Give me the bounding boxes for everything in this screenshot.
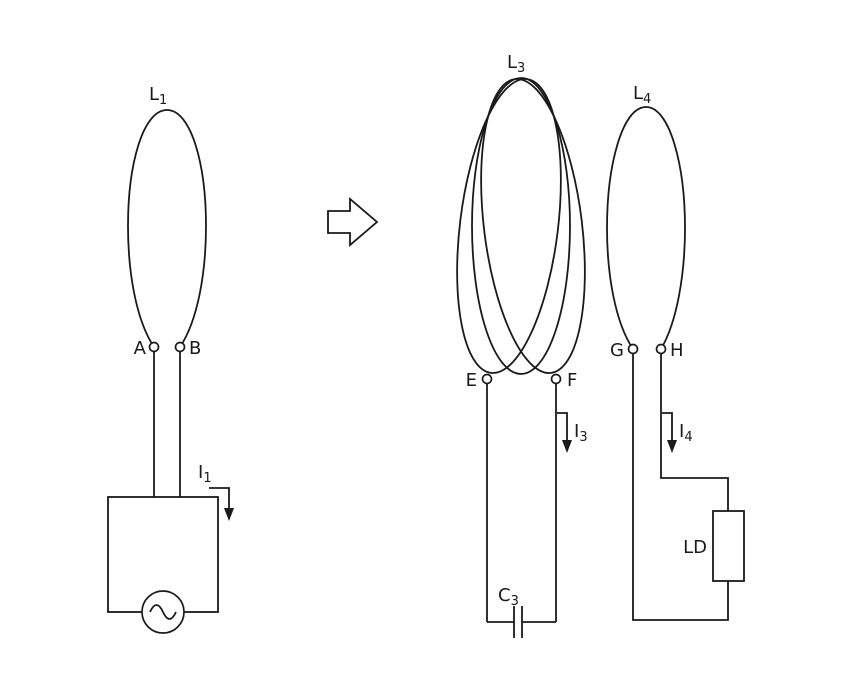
wire-h-to-load (660, 354, 729, 511)
terminal-h-node (655, 343, 667, 355)
load-circuit: L4 G H I4 LD (606, 83, 745, 621)
terminal-e-label: E (466, 370, 477, 391)
terminal-b-node (174, 341, 186, 353)
coil-l1 (127, 109, 207, 348)
current-i4-arrow (662, 412, 677, 453)
current-i1-arrow (209, 487, 234, 521)
coil-l3-turn-3 (480, 78, 586, 374)
coil-l4 (606, 106, 686, 350)
load-ld-label: LD (683, 537, 707, 558)
current-i3-arrow (557, 412, 572, 453)
terminal-e-node (481, 373, 493, 385)
coil-l3-label: L3 (507, 52, 525, 76)
terminal-g-node (627, 343, 639, 355)
current-i1-label: I1 (198, 462, 212, 486)
terminal-g-label: G (610, 340, 624, 361)
transform-arrow-icon (327, 197, 379, 247)
current-i4-label: I4 (679, 421, 693, 445)
capacitor-c3-icon (513, 606, 523, 638)
coil-l3-turn-2 (471, 77, 571, 375)
terminal-b-label: B (189, 338, 201, 359)
terminal-f-node (550, 373, 562, 385)
terminal-f-label: F (567, 370, 577, 391)
ac-source-icon (141, 590, 185, 634)
terminal-a-node (148, 341, 160, 353)
coil-l4-label: L4 (633, 83, 651, 107)
load-ld-box (712, 510, 745, 582)
wire-g-to-load (632, 354, 729, 621)
coil-l1-label: L1 (149, 84, 167, 108)
resonant-circuit: L3 E F I3 C3 (456, 52, 588, 638)
source-circuit: L1 A B I1 (107, 84, 234, 634)
terminal-a-label: A (134, 338, 147, 359)
current-i3-label: I3 (574, 421, 588, 445)
terminal-h-label: H (670, 340, 684, 361)
capacitor-c3-label: C3 (498, 585, 519, 609)
